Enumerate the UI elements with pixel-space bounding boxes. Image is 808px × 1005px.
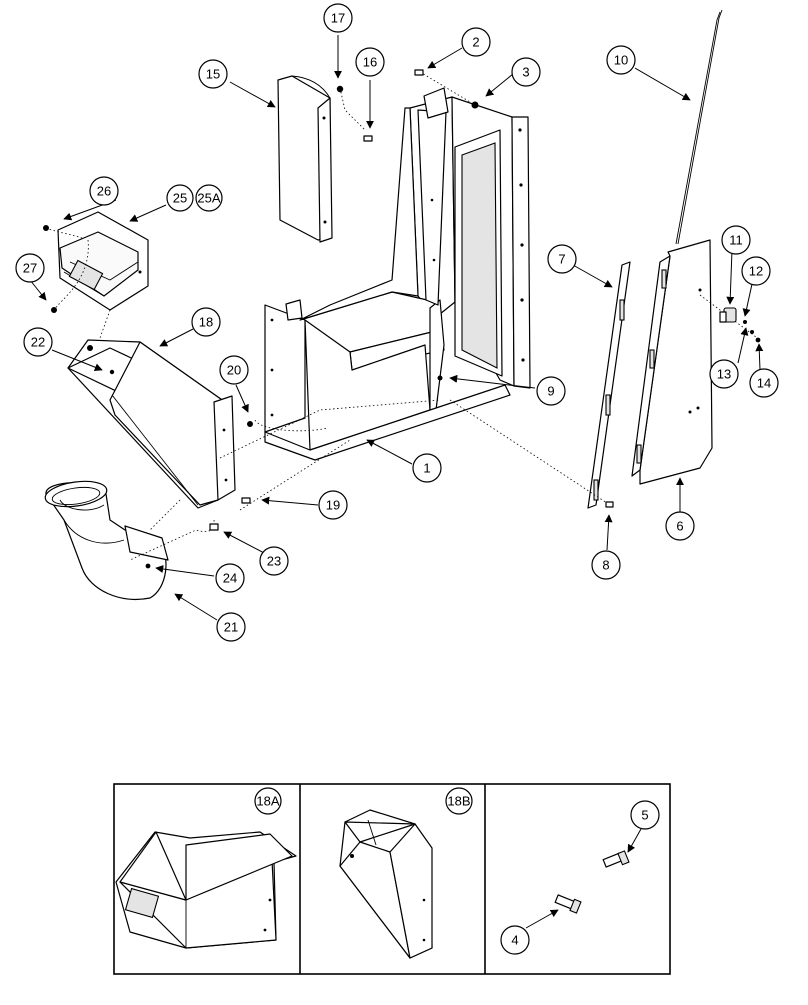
svg-text:4: 4 — [511, 933, 518, 948]
callout-7: 7 — [547, 244, 577, 274]
spout-part-21 — [44, 480, 169, 600]
hinge-strip-part-7 — [587, 261, 631, 509]
svg-text:6: 6 — [676, 519, 683, 534]
svg-text:8: 8 — [602, 558, 609, 573]
svg-text:25: 25 — [173, 191, 187, 206]
svg-text:26: 26 — [97, 184, 111, 199]
rod-part-10 — [675, 9, 723, 245]
callout-11: 11 — [721, 225, 751, 255]
detail-panels — [113, 783, 671, 975]
callout-25: 25 — [166, 184, 194, 212]
svg-text:2: 2 — [472, 35, 479, 50]
svg-text:14: 14 — [757, 376, 771, 391]
callout-13: 13 — [709, 359, 739, 389]
svg-text:12: 12 — [749, 264, 763, 279]
callout-15: 15 — [198, 59, 228, 89]
svg-text:21: 21 — [224, 620, 238, 635]
svg-text:7: 7 — [558, 252, 565, 267]
svg-text:3: 3 — [522, 65, 529, 80]
bolt-part-5 — [602, 850, 630, 868]
svg-text:24: 24 — [223, 571, 237, 586]
svg-text:18A: 18A — [256, 794, 279, 809]
callout-22: 22 — [23, 327, 53, 357]
detail-18a-deflector — [115, 831, 297, 949]
callout-18b: 18B — [445, 787, 473, 815]
callout-14: 14 — [749, 368, 779, 398]
svg-text:22: 22 — [31, 335, 45, 350]
cover-part-15 — [277, 75, 333, 243]
svg-text:25A: 25A — [197, 191, 220, 206]
svg-text:18: 18 — [199, 315, 213, 330]
svg-text:23: 23 — [267, 554, 281, 569]
bolt-part-4 — [554, 894, 582, 914]
hood-part-25 — [57, 211, 149, 311]
svg-text:15: 15 — [206, 67, 220, 82]
callout-26: 26 — [89, 176, 119, 206]
svg-text:17: 17 — [331, 11, 345, 26]
callout-19: 19 — [318, 490, 348, 520]
svg-text:18B: 18B — [447, 794, 470, 809]
svg-text:1: 1 — [423, 461, 430, 476]
callout-23: 23 — [259, 546, 289, 576]
callout-10: 10 — [606, 45, 636, 75]
svg-text:9: 9 — [547, 384, 554, 399]
svg-text:10: 10 — [614, 53, 628, 68]
callout-leaders — [29, 35, 764, 621]
callout-3: 3 — [511, 57, 541, 87]
callout-16: 16 — [355, 47, 385, 77]
deflector-part-18 — [67, 339, 236, 509]
svg-text:5: 5 — [641, 808, 648, 823]
callout-1: 1 — [412, 453, 442, 483]
callout-25a: 25A — [195, 184, 223, 212]
svg-text:27: 27 — [23, 261, 37, 276]
svg-text:16: 16 — [363, 55, 377, 70]
svg-text:19: 19 — [326, 498, 340, 513]
callout-24: 24 — [215, 563, 245, 593]
callout-5: 5 — [630, 800, 660, 830]
callout-18a: 18A — [254, 787, 282, 815]
main-chute-part-1 — [264, 87, 531, 461]
callout-8: 8 — [591, 550, 621, 580]
svg-text:20: 20 — [227, 363, 241, 378]
detail-18b-deflector — [339, 809, 433, 959]
callout-27: 27 — [15, 253, 45, 283]
hardware-and-dotted-lines — [43, 69, 614, 561]
callout-20: 20 — [219, 355, 249, 385]
latch-parts-11-14 — [699, 294, 761, 343]
callout-2: 2 — [461, 27, 491, 57]
callout-4: 4 — [500, 925, 530, 955]
callout-18: 18 — [191, 307, 221, 337]
callout-17: 17 — [323, 3, 353, 33]
svg-text:13: 13 — [717, 367, 731, 382]
door-part-6 — [631, 239, 713, 485]
callout-9: 9 — [536, 376, 566, 406]
callout-12: 12 — [741, 256, 771, 286]
callout-6: 6 — [665, 511, 695, 541]
callout-21: 21 — [216, 612, 246, 642]
svg-text:11: 11 — [729, 233, 743, 248]
